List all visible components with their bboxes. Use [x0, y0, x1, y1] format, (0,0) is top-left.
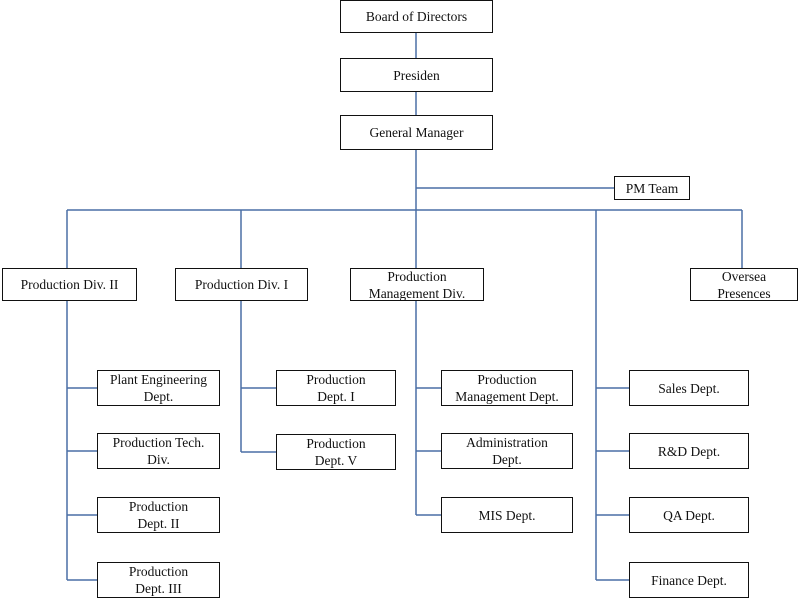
- rd-dept-box: R&D Dept.: [629, 433, 749, 469]
- production-dept-2-box: Production Dept. II: [97, 497, 220, 533]
- production-management-div-box: Production Management Div.: [350, 268, 484, 301]
- president-box: Presiden: [340, 58, 493, 92]
- production-dept-1-box: Production Dept. I: [276, 370, 396, 406]
- production-management-dept-box: Production Management Dept.: [441, 370, 573, 406]
- administration-dept-box: Administration Dept.: [441, 433, 573, 469]
- pm-team-box: PM Team: [614, 176, 690, 200]
- plant-engineering-dept-box: Plant Engineering Dept.: [97, 370, 220, 406]
- production-div-2-box: Production Div. II: [2, 268, 137, 301]
- production-div-1-box: Production Div. I: [175, 268, 308, 301]
- general-manager-box: General Manager: [340, 115, 493, 150]
- finance-dept-box: Finance Dept.: [629, 562, 749, 598]
- production-tech-div-box: Production Tech. Div.: [97, 433, 220, 469]
- mis-dept-box: MIS Dept.: [441, 497, 573, 533]
- sales-dept-box: Sales Dept.: [629, 370, 749, 406]
- production-dept-3-box: Production Dept. III: [97, 562, 220, 598]
- production-dept-5-box: Production Dept. V: [276, 434, 396, 470]
- qa-dept-box: QA Dept.: [629, 497, 749, 533]
- oversea-presences-box: Oversea Presences: [690, 268, 798, 301]
- board-of-directors-box: Board of Directors: [340, 0, 493, 33]
